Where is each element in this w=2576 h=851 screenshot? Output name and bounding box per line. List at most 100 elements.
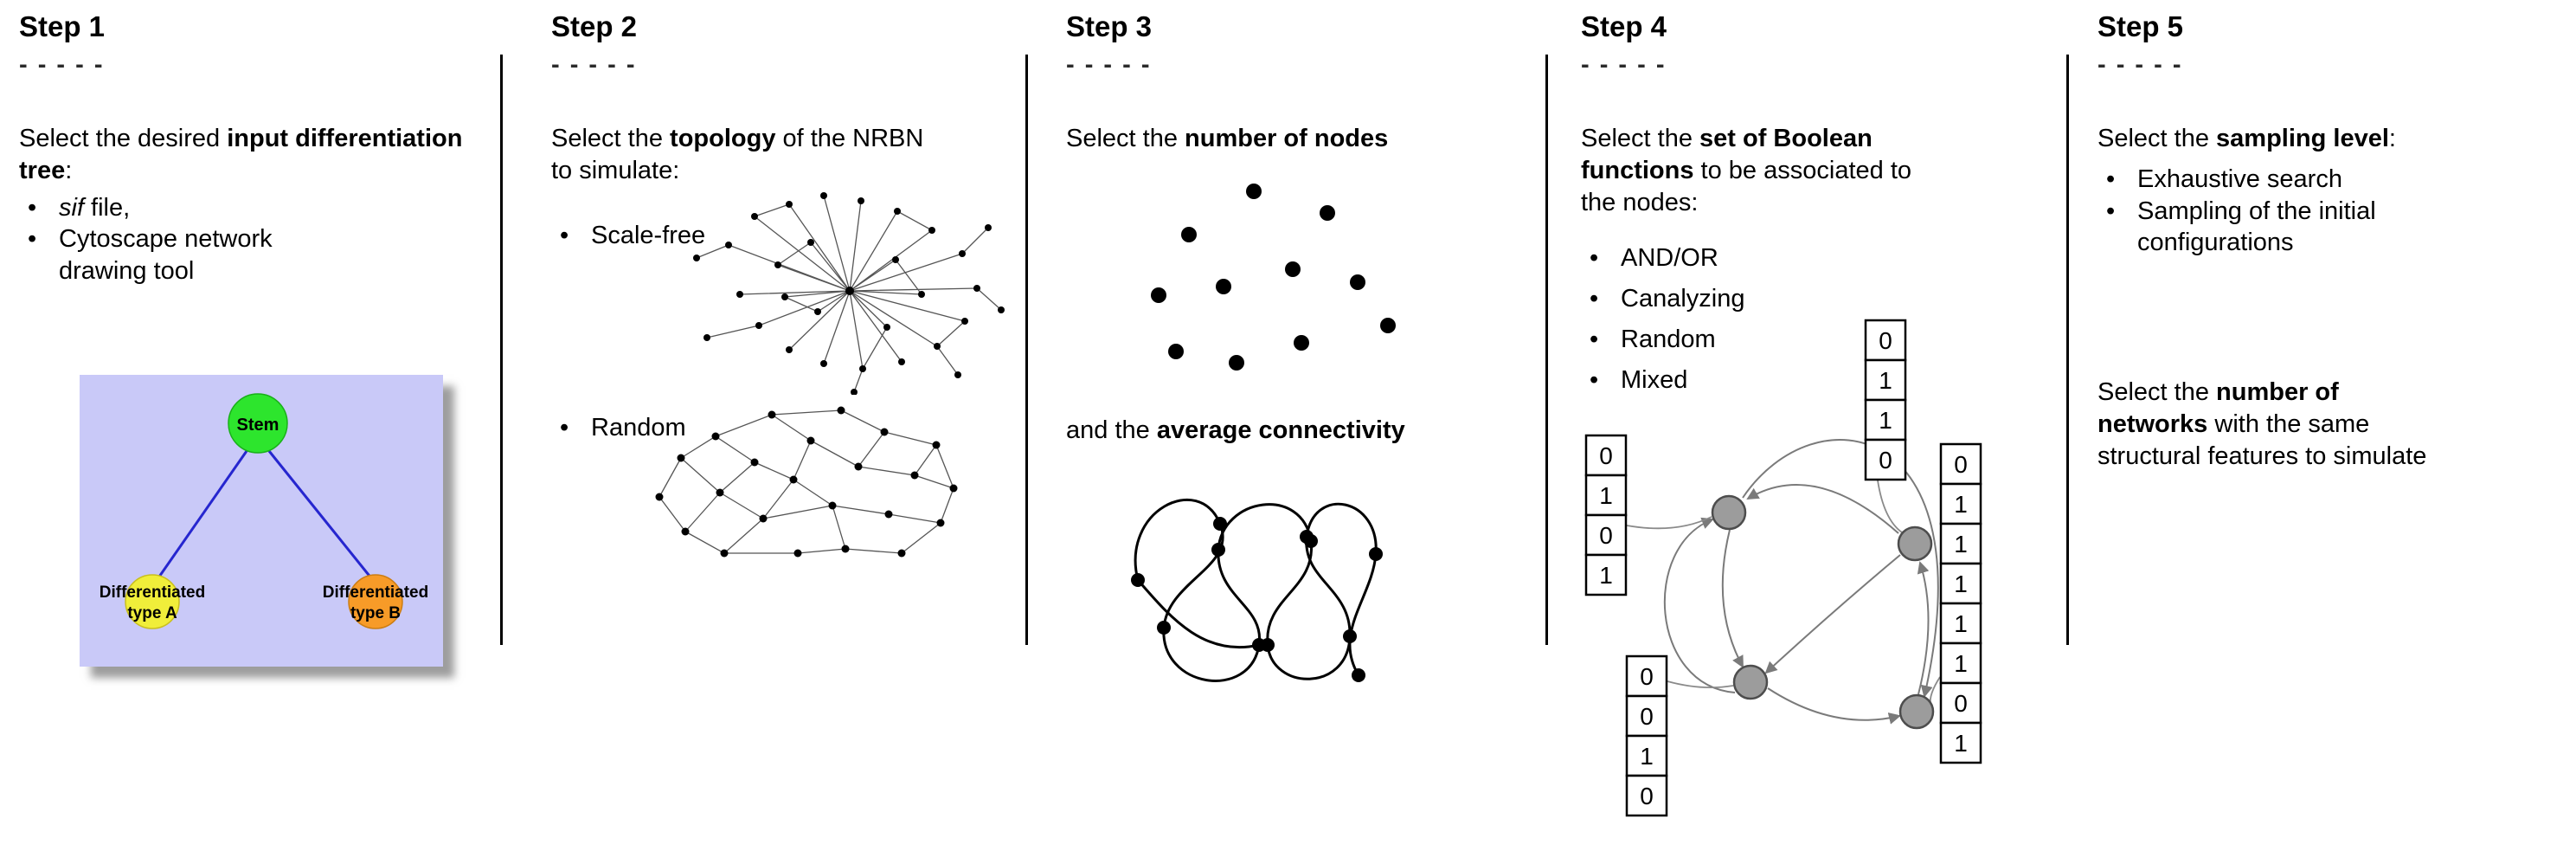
step-1-intro: Select the desired input differentiation… xyxy=(19,123,469,187)
network-node xyxy=(1711,494,1747,531)
step-2-dashes: - - - - - xyxy=(551,50,637,79)
sampling-configurations-label: Sampling of the initial configurations xyxy=(2137,197,2376,257)
step-4-bullet-random: • Random xyxy=(1581,324,2057,356)
step-2-bullet-scale-free: • Scale-free xyxy=(551,220,1014,252)
type-b-node xyxy=(348,574,403,629)
connectivity-tangle-graphic xyxy=(1131,498,1383,682)
canalyzing-label: Canalyzing xyxy=(1621,285,1745,313)
bullet-icon: • xyxy=(560,221,569,249)
tangle-edges xyxy=(1134,498,1378,682)
stem-node xyxy=(228,393,288,454)
step-2-intro: Select the topology of the NRBN to simul… xyxy=(551,123,941,187)
network-node xyxy=(1897,525,1933,562)
step-5-column: Step 5 - - - - - Select the sampling lev… xyxy=(2097,10,2572,473)
step-5-second-bold: number of networks xyxy=(2097,378,2339,439)
step-2-intro-text: Select the xyxy=(551,124,671,152)
step-3-title: Step 3 xyxy=(1066,10,1153,42)
step-4-bullet-mixed: • Mixed xyxy=(1581,364,2057,396)
step-5-second-rest: with the same structural features to sim… xyxy=(2097,410,2427,470)
bullet-icon: • xyxy=(1590,244,1599,273)
step-5-second-text: Select the xyxy=(2097,378,2217,407)
bullet-icon: • xyxy=(1590,285,1599,313)
column-divider-4 xyxy=(2066,55,2069,645)
stem-label: Stem xyxy=(237,416,279,435)
step-2-bullet-random: • Random xyxy=(551,412,1014,444)
bullet-icon: • xyxy=(1590,326,1599,354)
scale-free-edges xyxy=(696,195,1002,393)
step-3-intro-bold: number of nodes xyxy=(1185,124,1389,152)
truth-value: 1 xyxy=(1954,491,1968,518)
truth-value: 0 xyxy=(1954,690,1968,717)
truth-value: 1 xyxy=(1879,407,1892,434)
truth-value: 1 xyxy=(1954,571,1968,597)
truth-value: 0 xyxy=(1599,442,1613,469)
step-1-intro-bold: input differentiation tree xyxy=(19,124,463,184)
random-nodes xyxy=(655,406,958,558)
andor-label: AND/OR xyxy=(1621,244,1718,273)
bullet-icon: • xyxy=(560,414,569,442)
exhaustive-search-label: Exhaustive search xyxy=(2137,164,2342,193)
column-divider-1 xyxy=(500,55,503,645)
step-5-bullet-sampling: • Sampling of the initial configurations xyxy=(2097,196,2572,260)
bullet-icon: • xyxy=(28,193,37,222)
type-a-label-line2: type A xyxy=(127,604,177,622)
bullet-icon: • xyxy=(2106,164,2116,193)
truth-value: 1 xyxy=(1879,367,1892,394)
truth-value: 0 xyxy=(1640,783,1654,809)
step-3-intro-text: Select the xyxy=(1066,124,1185,152)
step-1-column: Step 1 - - - - - Select the desired inpu… xyxy=(19,10,493,667)
step-5-second: Select the number of networks with the s… xyxy=(2097,377,2452,472)
step-5-intro-bold: sampling level xyxy=(2216,124,2389,152)
step-4-intro-bold: set of Boolean functions xyxy=(1581,124,1873,184)
differentiation-tree-figure: Stem Differentiated type A Differentiate… xyxy=(80,375,443,667)
step-3-second-text: and the xyxy=(1066,416,1157,444)
step-4-intro: Select the set of Boolean functions to b… xyxy=(1581,123,1953,218)
truth-table-left: 0 1 0 1 xyxy=(1584,434,1628,596)
step-4-title: Step 4 xyxy=(1581,10,1667,42)
boolean-network-graphic: 0 1 1 0 0 1 0 1 0 0 xyxy=(1584,319,1982,817)
step-2-intro-bold: topology xyxy=(670,124,776,152)
sif-italic: sif xyxy=(59,193,84,222)
random-label: Random xyxy=(591,414,686,442)
boolean-network-edges xyxy=(1663,439,1939,725)
step-5-intro-text: Select the xyxy=(2097,124,2217,152)
step-5-title: Step 5 xyxy=(2097,10,2184,42)
tangle-nodes xyxy=(1131,516,1383,682)
nodes-scatter-graphic xyxy=(1151,183,1396,371)
network-node xyxy=(1732,664,1769,700)
table-connectors xyxy=(1626,480,1941,706)
truth-value: 1 xyxy=(1640,743,1654,770)
truth-table-right: 0 1 1 1 1 1 0 1 xyxy=(1939,442,1982,764)
step-3-dashes: - - - - - xyxy=(1066,50,1152,79)
column-divider-2 xyxy=(1025,55,1028,645)
truth-value: 1 xyxy=(1954,531,1968,558)
scale-free-network-graphic xyxy=(693,192,1005,395)
truth-value: 1 xyxy=(1599,482,1613,509)
type-b-label-line2: type B xyxy=(350,604,401,622)
truth-value: 1 xyxy=(1599,562,1613,589)
bullet-icon: • xyxy=(2106,197,2116,225)
step-1-bullet-sif: • sif file, xyxy=(19,192,493,224)
network-node xyxy=(1898,693,1935,730)
truth-value: 0 xyxy=(1640,703,1654,730)
step-1-intro-text: Select the desired xyxy=(19,124,228,152)
sif-rest: file, xyxy=(84,193,131,222)
step-4-column: Step 4 - - - - - Select the set of Boole… xyxy=(1581,10,2057,817)
step-3-column: Step 3 - - - - - Select the number of no… xyxy=(1066,10,1533,719)
boolean-network-nodes xyxy=(1711,494,1935,730)
truth-value: 0 xyxy=(1640,663,1654,690)
truth-table-bottom-left: 0 0 1 0 xyxy=(1625,654,1668,817)
step-4-intro-text: Select the xyxy=(1581,124,1700,152)
random-network-graphic xyxy=(655,406,958,558)
step-1-bullet-cytoscape: • Cytoscape network drawing tool xyxy=(19,223,493,287)
truth-value: 0 xyxy=(1879,447,1892,474)
differentiation-tree-graphic: Stem Differentiated type A Differentiate… xyxy=(80,375,443,667)
truth-value: 0 xyxy=(1954,451,1968,478)
step-1-title: Step 1 xyxy=(19,10,106,42)
step-1-dashes: - - - - - xyxy=(19,50,105,79)
step-4-bullet-canalyzing: • Canalyzing xyxy=(1581,283,2057,315)
step-4-dashes: - - - - - xyxy=(1581,50,1667,79)
truth-value: 0 xyxy=(1599,522,1613,549)
tree-edges xyxy=(156,450,374,580)
